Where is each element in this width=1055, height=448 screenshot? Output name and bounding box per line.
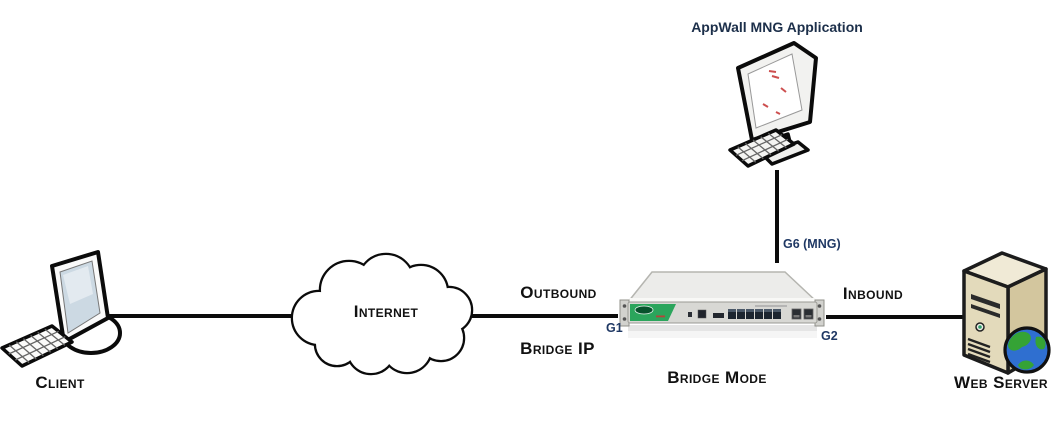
- port-label-g2: G2: [821, 329, 838, 343]
- bridge-mode-label: Bridge Mode: [667, 368, 767, 387]
- mng-application-title: AppWall MNG Application: [691, 19, 863, 35]
- mng-computer-icon: [728, 41, 818, 168]
- inbound-label: Inbound: [842, 284, 904, 303]
- link-internet-bridge-outbound: [472, 314, 618, 318]
- internet-label: Internet: [353, 302, 419, 321]
- outbound-label: Outbound: [520, 283, 597, 302]
- link-mng-bridge: [775, 170, 779, 263]
- client-label: Client: [35, 373, 85, 392]
- client-computer-icon: [0, 250, 122, 368]
- internet-cloud-icon: [290, 252, 474, 376]
- port-label-g6: G6 (MNG): [783, 237, 841, 251]
- link-bridge-server-inbound: [826, 315, 966, 319]
- bridge-ip-label: Bridge IP: [520, 339, 595, 358]
- port-label-g1: G1: [606, 321, 623, 335]
- link-client-internet: [105, 314, 297, 318]
- bridge-appliance-icon: [619, 271, 825, 338]
- web-server-icon: [962, 251, 1051, 375]
- web-server-label: Web Server: [954, 373, 1048, 392]
